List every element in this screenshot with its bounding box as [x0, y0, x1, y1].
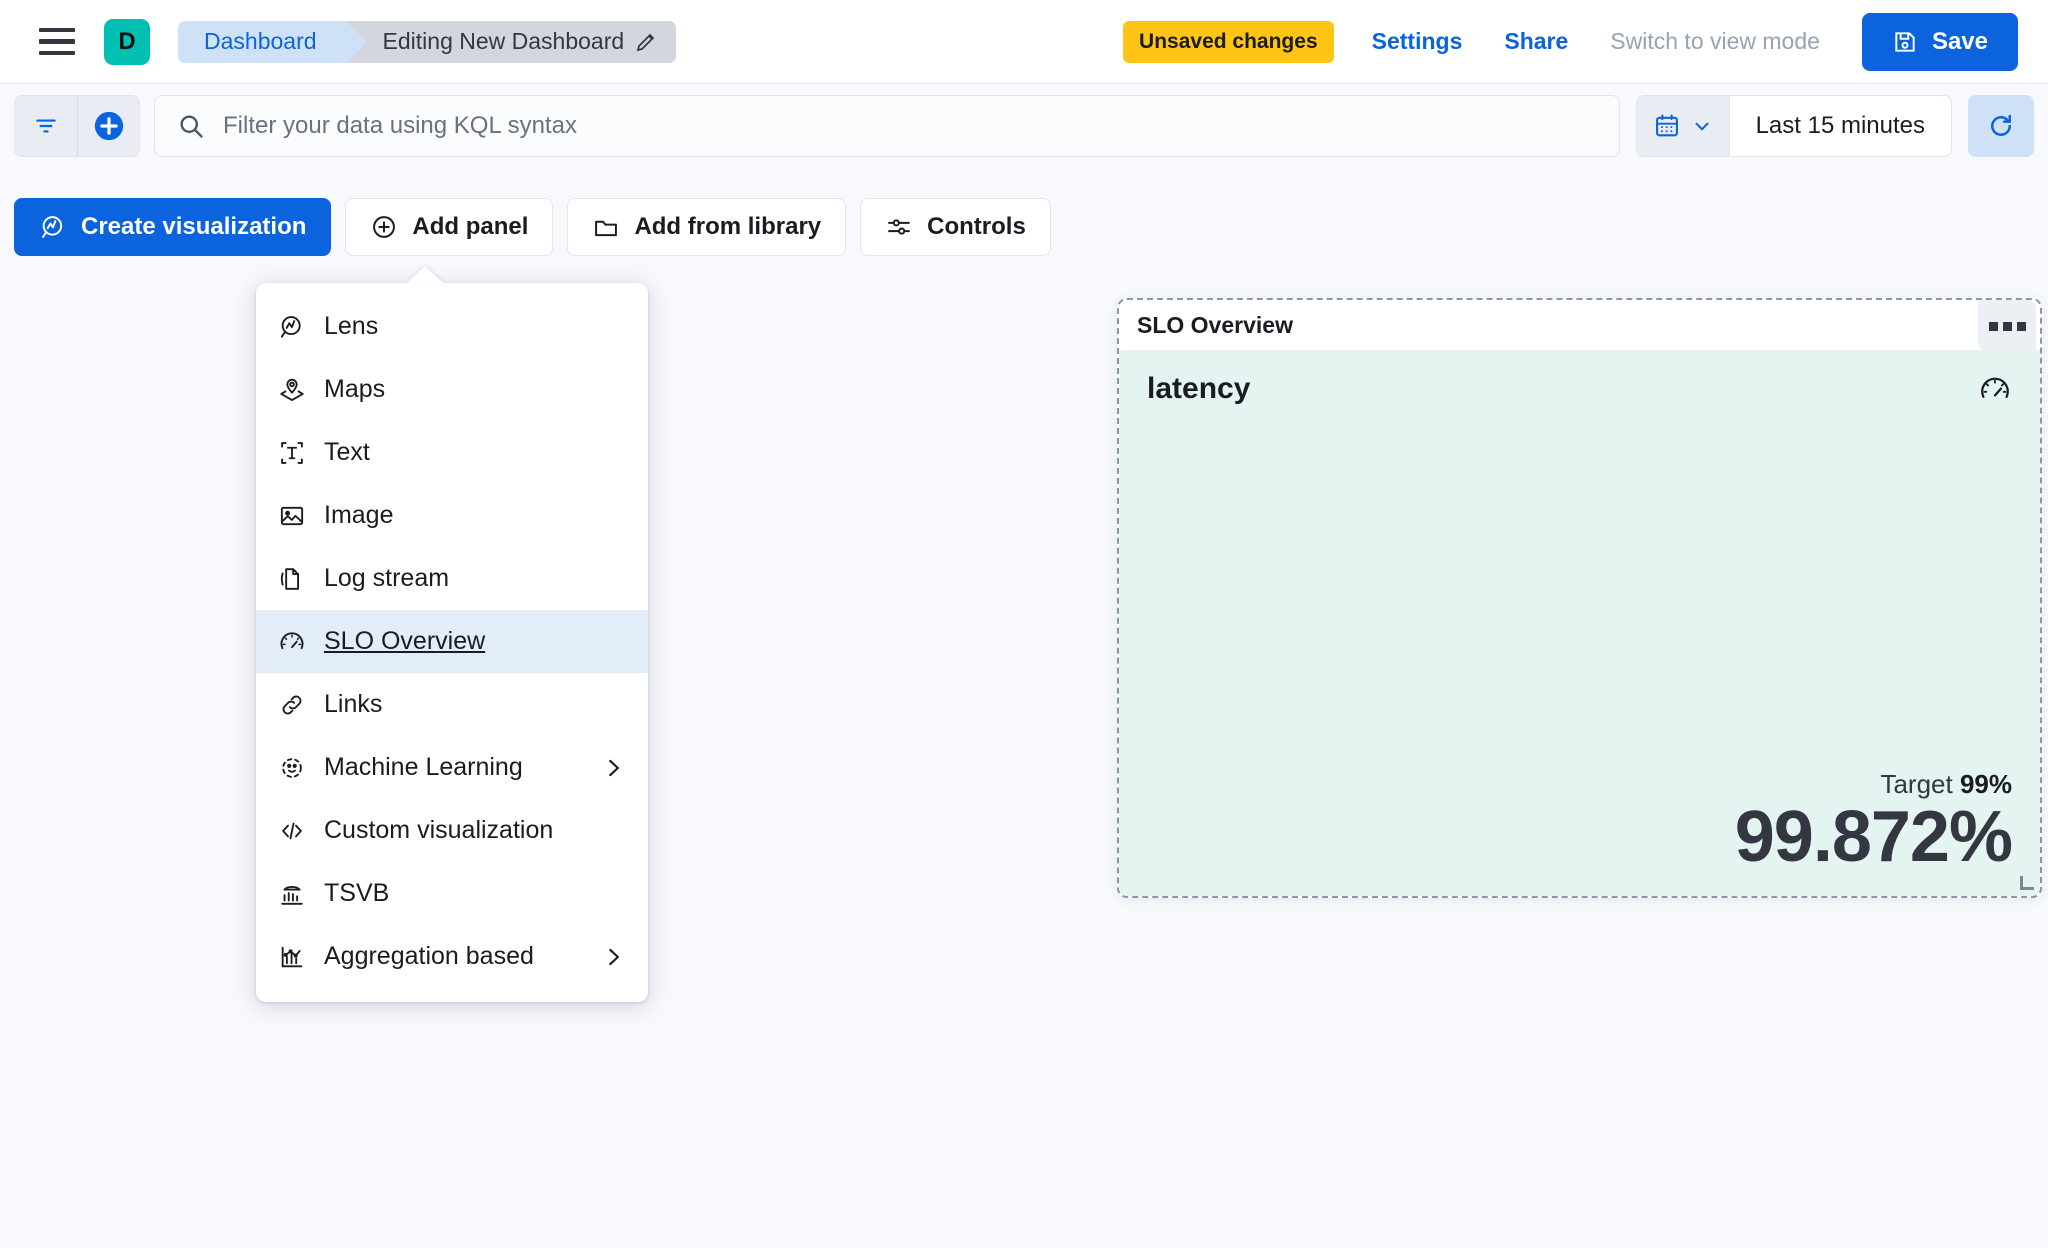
chevron-right-icon [600, 944, 626, 970]
top-header: D Dashboard Editing New Dashboard Unsave… [0, 0, 2048, 84]
gauge-icon [1978, 372, 2012, 411]
query-bar: Filter your data using KQL syntax Last 1… [0, 84, 2048, 168]
menu-item-label: Custom visualization [324, 816, 554, 844]
plus-circle-icon [370, 213, 398, 241]
slo-target-value: 99% [1959, 769, 2012, 800]
panel-title: SLO Overview [1137, 311, 1293, 338]
date-quick-select-button[interactable] [1636, 96, 1730, 156]
chevron-down-icon [1691, 115, 1713, 137]
add-from-library-button[interactable]: Add from library [567, 198, 847, 256]
menu-item-log-stream[interactable]: Log stream [256, 547, 648, 610]
search-input[interactable]: Filter your data using KQL syntax [154, 95, 1620, 157]
add-from-library-label: Add from library [634, 213, 822, 240]
slo-target: Target 99% [1147, 769, 2012, 800]
menu-item-label: Aggregation based [324, 942, 534, 970]
menu-item-links[interactable]: Links [256, 673, 648, 736]
breadcrumb-current-label: Editing New Dashboard [382, 28, 625, 54]
slo-card-metrics: Target 99% 99.872% [1147, 769, 2013, 878]
ellipsis-icon-dot [2016, 321, 2026, 331]
search-icon [177, 112, 205, 140]
maps-pin-layers-icon [278, 376, 306, 404]
menu-item-text[interactable]: Text [256, 421, 648, 484]
save-button[interactable]: Save [1861, 12, 2018, 71]
slo-target-label: Target [1880, 769, 1953, 800]
breadcrumb-current[interactable]: Editing New Dashboard [346, 20, 677, 63]
hamburger-bar [39, 27, 75, 33]
menu-item-label: Machine Learning [324, 753, 523, 781]
controls-sliders-icon [885, 213, 913, 241]
ellipsis-icon-dot [1988, 321, 1998, 331]
menu-item-slo-overview[interactable]: SLO Overview [256, 610, 648, 673]
controls-label: Controls [927, 213, 1026, 240]
filter-controls [14, 95, 140, 157]
time-range-value[interactable]: Last 15 minutes [1755, 112, 1925, 139]
dashboard-toolbar: Create visualization Add panel Add from … [14, 198, 1051, 256]
hamburger-bar [39, 39, 75, 44]
calendar-icon [1653, 112, 1681, 140]
menu-item-label: Maps [324, 375, 386, 403]
hamburger-icon[interactable] [34, 19, 80, 65]
menu-item-aggregation-based[interactable]: Aggregation based [256, 925, 648, 988]
menu-item-maps[interactable]: Maps [256, 358, 648, 421]
search-input-placeholder: Filter your data using KQL syntax [223, 112, 577, 139]
filter-icon[interactable] [15, 96, 77, 156]
create-visualization-button[interactable]: Create visualization [14, 198, 332, 256]
settings-link[interactable]: Settings [1371, 28, 1463, 54]
text-box-icon [278, 439, 306, 467]
refresh-button[interactable] [1968, 95, 2034, 157]
add-panel-label: Add panel [412, 213, 529, 240]
lens-icon [278, 313, 306, 341]
panel-resize-handle[interactable] [2020, 876, 2034, 890]
share-link[interactable]: Share [1504, 28, 1569, 54]
code-brackets-icon [278, 817, 306, 845]
add-panel-button[interactable]: Add panel [345, 198, 554, 256]
breadcrumb-dashboard[interactable]: Dashboard [178, 20, 367, 63]
panel-context-menu-button[interactable] [1978, 300, 2036, 352]
menu-item-label: Lens [324, 312, 379, 340]
panel-header: SLO Overview [1119, 300, 2040, 352]
controls-button[interactable]: Controls [860, 198, 1051, 256]
menu-item-custom-visualization[interactable]: Custom visualization [256, 799, 648, 862]
machine-learning-icon [278, 754, 306, 782]
time-picker: Last 15 minutes [1635, 95, 1952, 157]
breadcrumb-dashboard-label: Dashboard [204, 28, 317, 54]
chevron-right-icon [600, 755, 626, 781]
menu-item-label: Links [324, 690, 383, 718]
menu-item-tsvb[interactable]: TSVB [256, 862, 648, 925]
folder-icon [592, 213, 620, 241]
pencil-icon[interactable] [634, 30, 658, 54]
menu-item-label: Image [324, 501, 394, 529]
log-stream-icon [278, 565, 306, 593]
slo-card-body: latency Target 99% 99.872% [1119, 350, 2040, 896]
slo-overview-panel[interactable]: SLO Overview latency Target 99% 99.872% [1117, 298, 2042, 898]
breadcrumb: Dashboard Editing New Dashboard [178, 20, 677, 63]
aggregation-chart-icon [278, 943, 306, 971]
slo-name: latency [1147, 372, 1251, 405]
gauge-icon [278, 628, 306, 656]
menu-item-label: SLO Overview [324, 627, 486, 655]
save-button-label: Save [1931, 27, 1988, 55]
space-avatar[interactable]: D [104, 18, 150, 65]
slo-card-top: latency [1147, 372, 2012, 411]
menu-item-machine-learning[interactable]: Machine Learning [256, 736, 648, 799]
ellipsis-icon-dot [2002, 321, 2012, 331]
image-icon [278, 502, 306, 530]
menu-item-lens[interactable]: Lens [256, 295, 648, 358]
menu-item-image[interactable]: Image [256, 484, 648, 547]
unsaved-changes-badge[interactable]: Unsaved changes [1123, 20, 1334, 63]
menu-item-label: Text [324, 438, 370, 466]
switch-to-view-mode-link[interactable]: Switch to view mode [1610, 28, 1820, 54]
hamburger-bar [39, 50, 75, 56]
link-icon [278, 691, 306, 719]
menu-item-label: Log stream [324, 564, 450, 592]
menu-item-label: TSVB [324, 879, 390, 907]
tsvb-chart-icon [278, 880, 306, 908]
add-filter-button[interactable] [77, 96, 139, 156]
header-actions: Unsaved changes Settings Share Switch to… [1123, 12, 2048, 71]
lens-icon [39, 213, 67, 241]
create-visualization-label: Create visualization [81, 213, 307, 240]
save-disk-icon [1892, 29, 1918, 55]
slo-sli-value: 99.872% [1734, 797, 2013, 878]
